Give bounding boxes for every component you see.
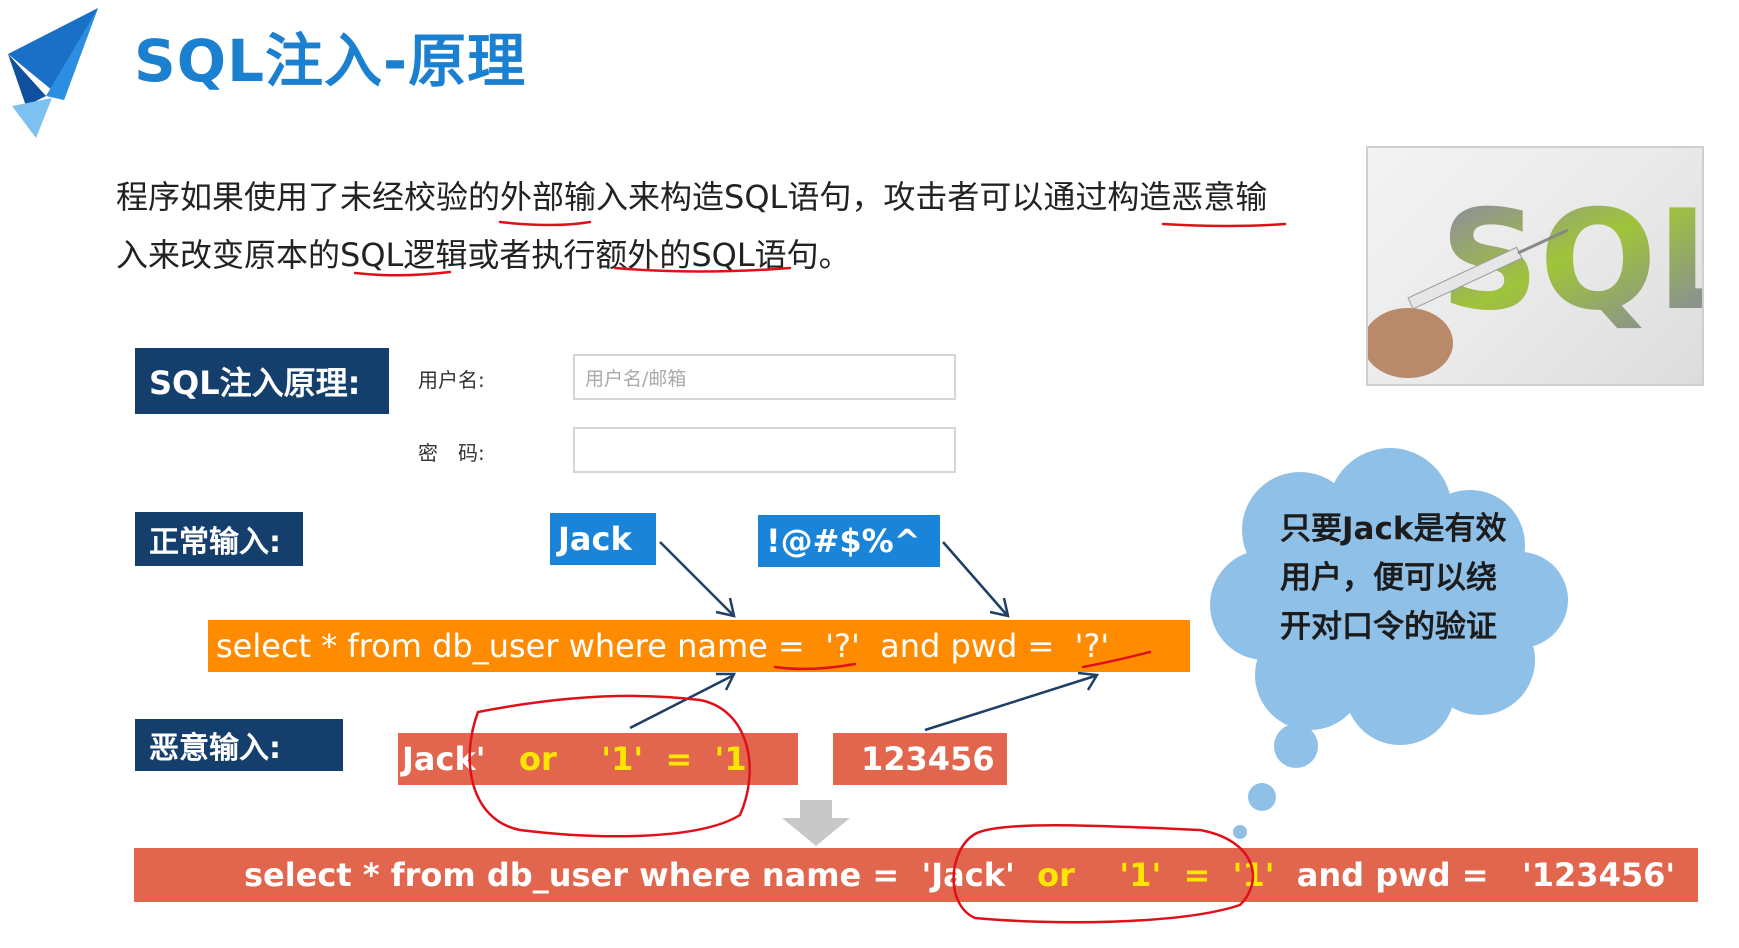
brand-logo-icon <box>8 8 98 138</box>
normal-password-box: !@#$%^ <box>758 515 940 567</box>
username-label: 用户名: <box>418 368 485 392</box>
sql-image-art: SQL <box>1368 180 1704 378</box>
normal-username-box: Jack <box>550 513 656 565</box>
principle-label: SQL注入原理: <box>135 348 389 414</box>
sql-syringe-image: SQL <box>1366 146 1704 386</box>
result-sql-bar: select * from db_user where name = 'Jack… <box>134 848 1698 902</box>
template-sql-part1: select * from db_user where name = <box>216 627 826 665</box>
result-sql-part1: select * from db_user where name = 'Jack… <box>244 856 1038 894</box>
template-placeholder-pwd: '?' <box>1074 627 1110 665</box>
username-input[interactable]: 用户名/邮箱 <box>573 354 956 400</box>
intro-paragraph: 程序如果使用了未经校验的外部输入来构造SQL语句，攻击者可以通过构造恶意输 入来… <box>116 168 1296 284</box>
down-arrow-icon <box>782 800 850 846</box>
cloud-note: 只要Jack是有效用户，便可以绕开对口令的验证 <box>1280 511 1507 645</box>
sql-image-text: SQL <box>1440 180 1704 341</box>
intro-line-2: 入来改变原本的SQL逻辑或者执行额外的SQL语句。 <box>116 236 851 274</box>
malicious-input-label: 恶意输入: <box>135 719 343 771</box>
malicious-or: or <box>518 740 557 778</box>
password-label: 密 码: <box>418 441 485 465</box>
malicious-username-a: Jack' <box>402 740 486 778</box>
intro-line-1: 程序如果使用了未经校验的外部输入来构造SQL语句，攻击者可以通过构造恶意输 <box>116 178 1268 216</box>
result-sql-part2: and pwd = '123456' <box>1274 856 1676 894</box>
page-title: SQL注入-原理 <box>134 27 527 95</box>
malicious-username-b: '1' = '1 <box>601 740 747 778</box>
template-sql-bar: select * from db_user where name = '?' a… <box>208 620 1190 672</box>
malicious-password-box: 123456 <box>833 733 1007 785</box>
malicious-username-box: Jack' or '1' = '1 <box>398 733 798 785</box>
result-sql-or: or '1' = '1' <box>1037 856 1275 894</box>
template-placeholder-name: '?' <box>825 627 860 665</box>
normal-input-label: 正常输入: <box>135 512 303 566</box>
template-sql-part2: and pwd = <box>859 627 1075 665</box>
password-input[interactable] <box>573 427 956 473</box>
username-placeholder: 用户名/邮箱 <box>585 367 687 390</box>
